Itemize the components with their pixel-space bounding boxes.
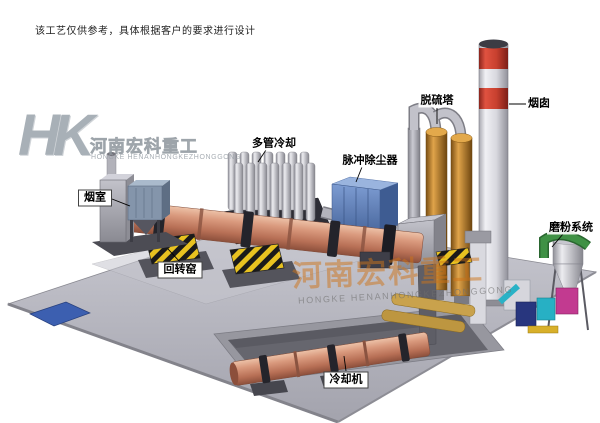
label-grinding-system: 磨粉系统 [547, 221, 595, 235]
screw-conveyors [381, 293, 476, 333]
blue-pad [29, 301, 91, 327]
cooling-machine-body [229, 332, 431, 386]
label-smoke-chamber: 烟室 [78, 189, 112, 207]
leader-lines [111, 103, 564, 372]
label-cooling-machine: 冷却机 [323, 371, 369, 389]
disclaimer-text: 该工艺仅供参考，具体根据客户的要求进行设计 [35, 26, 256, 37]
label-desulfurization-tower: 脱硫塔 [418, 94, 456, 108]
label-pulse-dust-collector: 脉冲除尘器 [340, 154, 400, 168]
label-chimney: 烟囱 [526, 97, 552, 111]
bucket-elevator [464, 230, 492, 325]
label-rotary-kiln: 回转窑 [157, 261, 203, 279]
bag-filter [127, 180, 170, 242]
kiln-support-piers [138, 233, 391, 288]
label-multi-tube-cooler: 多管冷却 [250, 137, 298, 151]
hazard-block [435, 247, 473, 267]
